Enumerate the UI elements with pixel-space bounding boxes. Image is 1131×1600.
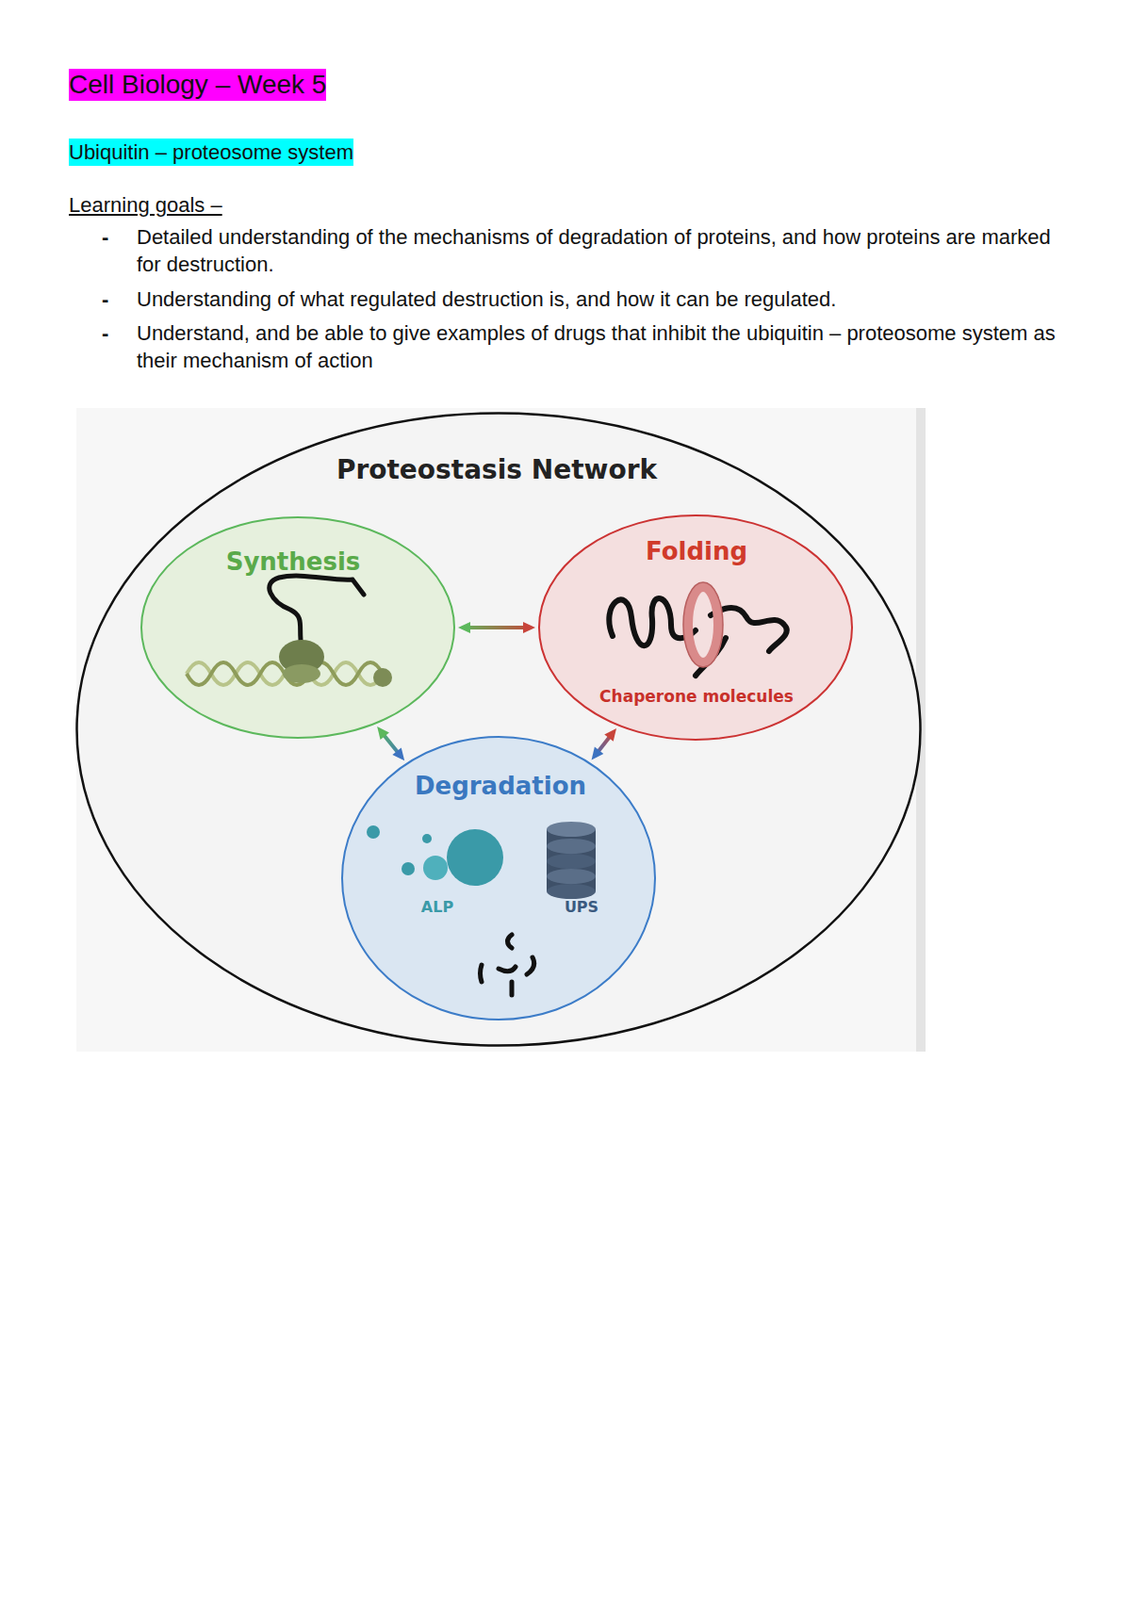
folding-circle: FoldingChaperone molecules [537, 513, 854, 742]
peptide-fragments [480, 934, 535, 996]
node-title: Folding [645, 537, 748, 566]
node-title: Synthesis [226, 547, 361, 576]
arrowhead [392, 747, 405, 761]
vesicle [401, 862, 415, 876]
proteasome-ring [546, 884, 596, 900]
goal-text: Understand, and be able to give examples… [136, 319, 1070, 375]
proteasome-ring [546, 868, 596, 885]
bullet-dash: - [101, 285, 109, 313]
degradation-circle: DegradationALP UPS [340, 735, 657, 1022]
bullet-dash: - [101, 319, 109, 347]
ellipse-shape [77, 413, 921, 1047]
node-title: Proteostasis Network [336, 454, 657, 486]
arrowhead [523, 622, 536, 634]
node-label: ALP [421, 898, 454, 917]
double-arrow-connector [597, 736, 611, 754]
proteasome-ring [546, 838, 596, 854]
network-ellipse: Proteostasis NetworkSynthesis FoldingChap… [74, 410, 923, 1049]
arrowhead [377, 726, 390, 740]
proteasome-body [546, 829, 596, 892]
double-arrow-connector [382, 734, 399, 754]
double-arrow-connector [467, 625, 526, 630]
proteasome-ring [546, 821, 596, 837]
vesicle [366, 825, 380, 839]
arrowhead [591, 747, 605, 761]
node-label: Chaperone molecules [599, 687, 794, 706]
page-title: Cell Biology – Week 5 [68, 68, 327, 101]
node-title: Degradation [414, 771, 587, 801]
chaperone-ring [688, 587, 719, 663]
ribosome-ball [373, 668, 393, 688]
lysosome [446, 829, 504, 886]
chaperone-ring-edge [683, 582, 723, 668]
ellipse-shape [342, 737, 656, 1020]
polypeptide-chain [269, 575, 364, 648]
section-heading: Ubiquitin – proteosome system [68, 138, 354, 166]
panel-background [76, 408, 926, 1052]
vesicle [422, 834, 432, 844]
ellipse-shape [141, 517, 455, 738]
synthesis-circle: Synthesis [139, 515, 457, 740]
vesicle [423, 855, 448, 881]
ribosome-small [282, 664, 321, 684]
goal-text: Understanding of what regulated destruct… [136, 285, 1070, 313]
arrowhead [604, 728, 617, 742]
node-label: UPS [564, 898, 599, 917]
goals-heading: Learning goals – [68, 191, 223, 219]
proteasome-ring [546, 853, 596, 869]
goal-text: Detailed understanding of the mechanisms… [136, 223, 1070, 279]
ellipse-shape [539, 515, 853, 740]
arrowhead [458, 622, 471, 634]
bullet-dash: - [101, 223, 109, 251]
